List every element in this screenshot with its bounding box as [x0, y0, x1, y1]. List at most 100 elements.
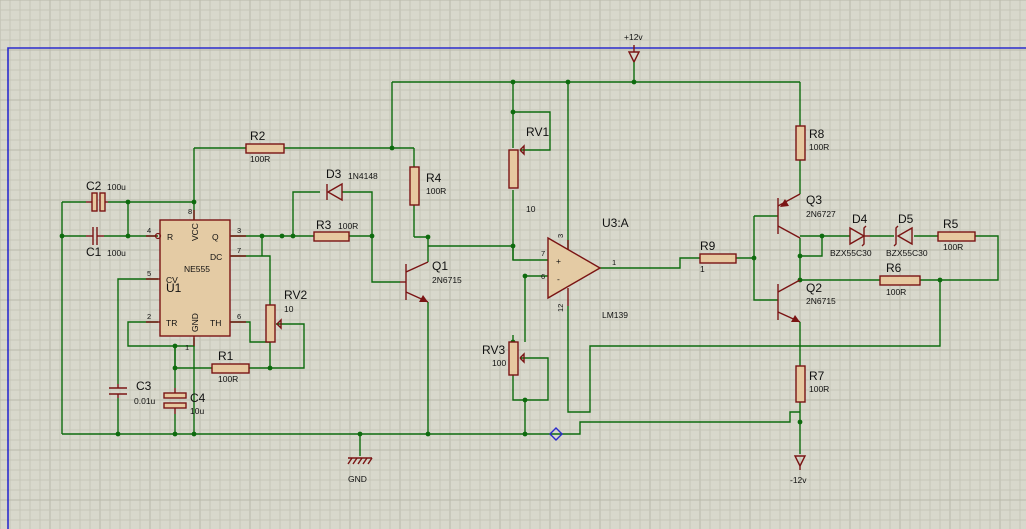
u3-minus-sign: -	[557, 274, 560, 284]
u1-pin-q-label: Q	[212, 232, 219, 242]
capacitor-c1[interactable]: C1 100u	[86, 227, 126, 259]
rv1-ref: RV1	[526, 125, 549, 139]
c3-ref: C3	[136, 379, 152, 393]
u1-pin-gnd-label: GND	[190, 313, 200, 332]
r1-ref: R1	[218, 349, 234, 363]
capacitor-c2[interactable]: C2 100u	[86, 179, 126, 212]
vpos-label: +12v	[624, 32, 643, 42]
u1-pin6-number: 6	[237, 312, 241, 321]
diode-d3[interactable]: D3 1N4148	[326, 167, 378, 202]
gnd-label: GND	[348, 474, 367, 484]
vneg-label: -12v	[790, 475, 807, 485]
u3-ref: U3:A	[602, 216, 629, 230]
q1-ref: Q1	[432, 259, 448, 273]
u1-pin3-number: 3	[237, 226, 241, 235]
zener-diode-d5[interactable]: D5 BZX55C30	[886, 212, 928, 258]
transistor-q2[interactable]: Q2 2N6715	[777, 279, 836, 323]
c2-ref: C2	[86, 179, 102, 193]
d5-value: BZX55C30	[886, 248, 928, 258]
resistor-r8[interactable]: R8 100R	[795, 125, 829, 161]
rv3-value: 100	[492, 358, 506, 368]
q2-ref: Q2	[806, 281, 822, 295]
r2-value: 100R	[250, 154, 270, 164]
resistor-r2[interactable]: R2 100R	[245, 129, 285, 164]
u1-pin1-number: 1	[185, 343, 189, 352]
capacitor-c3[interactable]: C3 0.01u	[109, 379, 156, 406]
r4-ref: R4	[426, 171, 442, 185]
resistor-r9[interactable]: R9 1	[699, 239, 737, 274]
u1-ne555-timer[interactable]: R VCC Q DC CV TR GND TH 8 4 3 7 5 2 6 1 …	[146, 207, 246, 352]
resistor-r4[interactable]: R4 100R	[409, 166, 446, 206]
r4-value: 100R	[426, 186, 446, 196]
rv3-ref: RV3	[482, 343, 505, 357]
probe-diamond-icon[interactable]	[549, 427, 563, 441]
d4-value: BZX55C30	[830, 248, 872, 258]
u3-pin1-number: 1	[612, 258, 616, 267]
r9-ref: R9	[700, 239, 716, 253]
q2-value: 2N6715	[806, 296, 836, 306]
u1-pin2-number: 2	[147, 312, 151, 321]
resistor-r6[interactable]: R6 100R	[879, 261, 921, 297]
r5-ref: R5	[943, 217, 959, 231]
r3-ref: R3	[316, 218, 332, 232]
c1-value: 100u	[107, 248, 126, 258]
d5-ref: D5	[898, 212, 914, 226]
c4-ref: C4	[190, 391, 206, 405]
rv2-ref: RV2	[284, 288, 307, 302]
capacitor-c4[interactable]: C4 10u	[163, 388, 206, 416]
u1-pin-tr-label: TR	[166, 318, 177, 328]
sheet-border	[7, 47, 1026, 529]
u1-ref: U1	[166, 281, 182, 295]
resistor-r3[interactable]: R3 100R	[313, 218, 358, 242]
resistor-r7[interactable]: R7 100R	[795, 365, 829, 403]
u3-value: LM139	[602, 310, 628, 320]
u1-pin-dc-label: DC	[210, 252, 222, 262]
r7-value: 100R	[809, 384, 829, 394]
r3-value: 100R	[338, 221, 358, 231]
q3-ref: Q3	[806, 193, 822, 207]
c4-value: 10u	[190, 406, 204, 416]
q1-value: 2N6715	[432, 275, 462, 285]
u3-lm139-comparator[interactable]: + - 7 6 1 3 12 U3:A LM139	[541, 216, 629, 320]
transistor-q3[interactable]: Q3 2N6727	[777, 193, 836, 239]
u1-pin5-number: 5	[147, 269, 151, 278]
resistor-r1[interactable]: R1 100R	[211, 349, 250, 384]
r1-value: 100R	[218, 374, 238, 384]
u3-pin6-number: 6	[541, 272, 545, 281]
r8-value: 100R	[809, 142, 829, 152]
c2-value: 100u	[107, 182, 126, 192]
q3-value: 2N6727	[806, 209, 836, 219]
junction-dots	[59, 79, 943, 437]
potentiometer-rv3[interactable]: RV3 100	[482, 341, 525, 376]
c1-ref: C1	[86, 245, 102, 259]
u1-pin-th-label: TH	[210, 318, 221, 328]
c3-value: 0.01u	[134, 396, 156, 406]
potentiometer-rv1[interactable]: RV1 10	[508, 125, 549, 214]
r9-value: 1	[700, 264, 705, 274]
r6-value: 100R	[886, 287, 906, 297]
u1-pin4-number: 4	[147, 226, 151, 235]
potentiometer-rv2[interactable]: RV2 10	[265, 288, 307, 343]
zener-diode-d4[interactable]: D4 BZX55C30	[830, 212, 872, 258]
d3-ref: D3	[326, 167, 342, 181]
u3-pin7-number: 7	[541, 249, 545, 258]
wires	[61, 62, 999, 456]
resistor-r5[interactable]: R5 100R	[937, 217, 976, 252]
transistor-q1[interactable]: Q1 2N6715	[400, 259, 462, 303]
u3-plus-sign: +	[556, 256, 561, 266]
d3-value: 1N4148	[348, 171, 378, 181]
u1-pin-cv-label: CV	[166, 275, 178, 285]
vneg-terminal[interactable]: -12v	[790, 455, 807, 485]
ground-terminal[interactable]: GND	[347, 457, 373, 484]
r7-ref: R7	[809, 369, 825, 383]
rv2-value: 10	[284, 304, 294, 314]
r2-ref: R2	[250, 129, 266, 143]
u1-pin-r-label: R	[167, 232, 173, 242]
rv1-value: 10	[526, 204, 536, 214]
vpos-terminal[interactable]: +12v	[624, 32, 643, 63]
u3-pin12-number: 12	[556, 304, 565, 312]
r6-ref: R6	[886, 261, 902, 275]
r5-value: 100R	[943, 242, 963, 252]
